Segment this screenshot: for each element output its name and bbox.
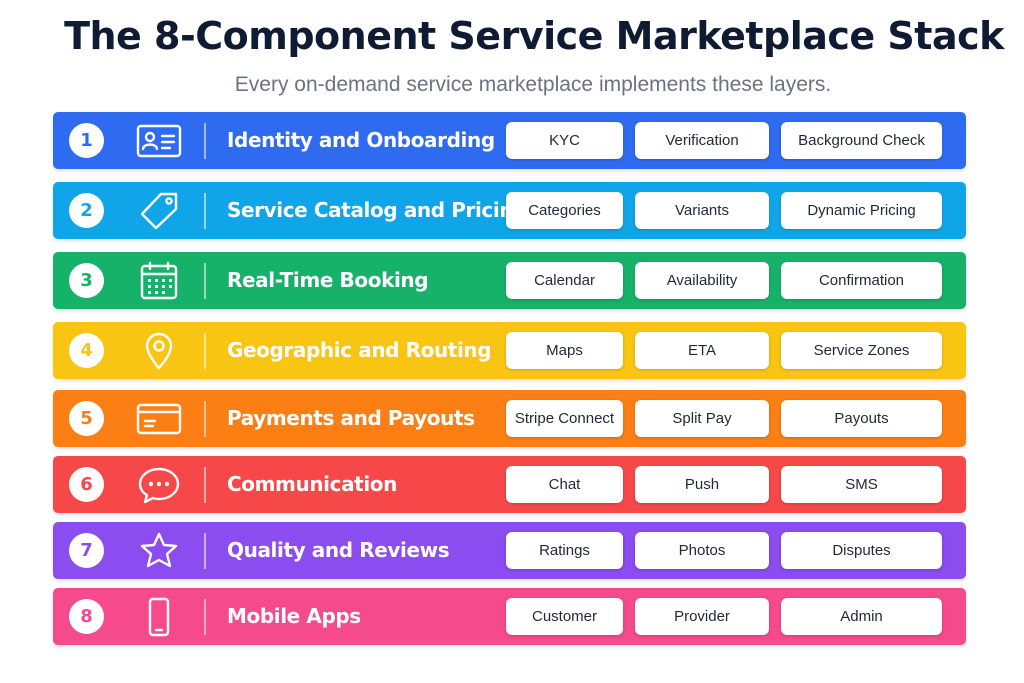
layer-number-badge: 1 [69,123,104,158]
layer-number-badge: 8 [69,599,104,634]
layer-divider [204,333,206,369]
layer-divider [204,533,206,569]
layer-6-communication: 6 Communication Chat Push SMS [53,456,966,513]
tag-pill: Verification [635,122,769,159]
layer-7-quality-reviews: 7 Quality and Reviews Ratings Photos Dis… [53,522,966,579]
tag-pill: KYC [506,122,623,159]
tag-pill: Payouts [781,400,942,437]
price-tag-icon [133,190,185,232]
page-subtitle: Every on-demand service marketplace impl… [234,73,832,96]
layer-5-payments-payouts: 5 Payments and Payouts Stripe Connect Sp… [53,390,966,447]
calendar-icon [133,260,185,302]
layer-number-badge: 4 [69,333,104,368]
tag-pill: Service Zones [781,332,942,369]
layer-name: Payments and Payouts [227,406,475,430]
layer-number-badge: 2 [69,193,104,228]
layer-divider [204,123,206,159]
layer-name: Identity and Onboarding [227,128,495,152]
layer-name: Quality and Reviews [227,538,450,562]
smartphone-icon [133,596,185,638]
tag-pill: Push [635,466,769,503]
layer-number-badge: 7 [69,533,104,568]
layer-name: Real-Time Booking [227,268,429,292]
tag-pill: Confirmation [781,262,942,299]
tag-pill: Customer [506,598,623,635]
layer-name: Mobile Apps [227,604,361,628]
tag-pill: Disputes [781,532,942,569]
chat-bubble-icon [133,464,185,506]
layer-divider [204,263,206,299]
tag-pill: SMS [781,466,942,503]
page-title: The 8-Component Service Marketplace Stac… [64,14,1004,58]
layer-3-real-time-booking: 3 Real-Time Booking Calendar Availabilit… [53,252,966,309]
tag-pill: Availability [635,262,769,299]
layer-name: Communication [227,472,397,496]
tag-pill: Ratings [506,532,623,569]
layer-divider [204,599,206,635]
credit-card-icon [133,398,185,440]
layer-1-identity-onboarding: 1 Identity and Onboarding KYC Verificati… [53,112,966,169]
tag-pill: ETA [635,332,769,369]
tag-pill: Photos [635,532,769,569]
layer-8-mobile-apps: 8 Mobile Apps Customer Provider Admin [53,588,966,645]
layer-4-geographic-routing: 4 Geographic and Routing Maps ETA Servic… [53,322,966,379]
tag-pill: Background Check [781,122,942,159]
layer-number-badge: 6 [69,467,104,502]
tag-pill: Maps [506,332,623,369]
id-card-icon [133,120,185,162]
layer-number-badge: 3 [69,263,104,298]
layer-divider [204,467,206,503]
tag-pill: Split Pay [635,400,769,437]
layer-number-badge: 5 [69,401,104,436]
tag-pill: Chat [506,466,623,503]
layer-2-service-catalog-pricing: 2 Service Catalog and Pricing Categories… [53,182,966,239]
tag-pill: Dynamic Pricing [781,192,942,229]
layer-name: Service Catalog and Pricing [227,198,528,222]
layer-divider [204,193,206,229]
layer-name: Geographic and Routing [227,338,492,362]
tag-pill: Admin [781,598,942,635]
tag-pill: Calendar [506,262,623,299]
tag-pill: Stripe Connect [506,400,623,437]
tag-pill: Variants [635,192,769,229]
layer-divider [204,401,206,437]
map-pin-icon [133,330,185,372]
tag-pill: Provider [635,598,769,635]
star-icon [133,530,185,572]
tag-pill: Categories [506,192,623,229]
